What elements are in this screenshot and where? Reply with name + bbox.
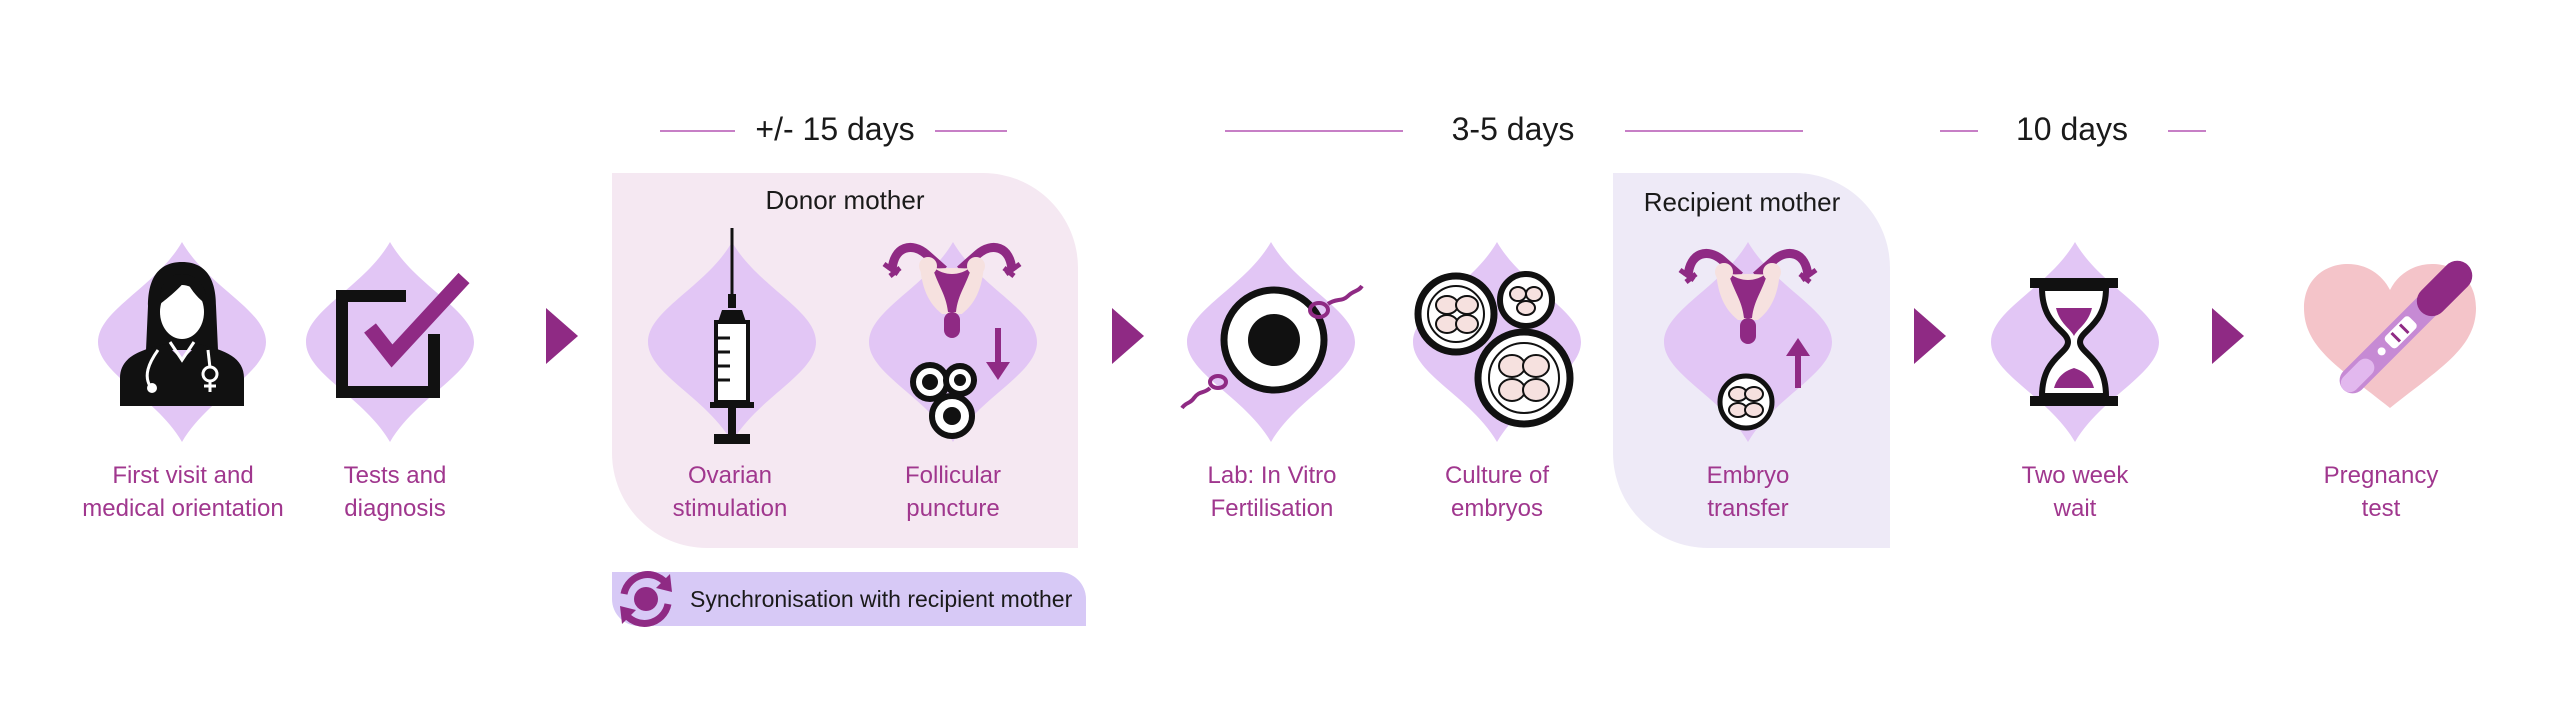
sync-icon (620, 571, 672, 627)
duration-line (935, 130, 1007, 132)
checkbox-icon (336, 272, 470, 398)
duration-label: +/- 15 days (755, 111, 915, 147)
duration-label: 3-5 days (1451, 111, 1575, 147)
duration-line (1225, 130, 1403, 132)
duration-line (660, 130, 735, 132)
sync-label: Synchronisation with recipient mother (690, 586, 1073, 612)
embryos-icon (1414, 271, 1574, 428)
duration-line (1625, 130, 1803, 132)
pregnancy-test-icon (2304, 260, 2476, 408)
uterus-up-icon (1678, 248, 1818, 431)
diamond-shape (869, 242, 1037, 442)
process-arrow (2212, 308, 2244, 364)
sync-bar (612, 572, 1086, 626)
fertilisation-icon (1180, 284, 1364, 410)
syringe-icon (710, 228, 754, 444)
process-arrow (1914, 308, 1946, 364)
process-arrow (546, 308, 578, 364)
recipient-mother-title: Recipient mother (1643, 187, 1841, 217)
hourglass-icon (2030, 278, 2118, 406)
duration-line (2168, 130, 2206, 132)
uterus-down-icon (882, 242, 1022, 439)
process-arrow (1112, 308, 1144, 364)
duration-label: 10 days (2015, 111, 2129, 147)
duration-line (1940, 130, 1978, 132)
donor-mother-title: Donor mother (765, 185, 925, 215)
doctor-icon (120, 262, 244, 406)
